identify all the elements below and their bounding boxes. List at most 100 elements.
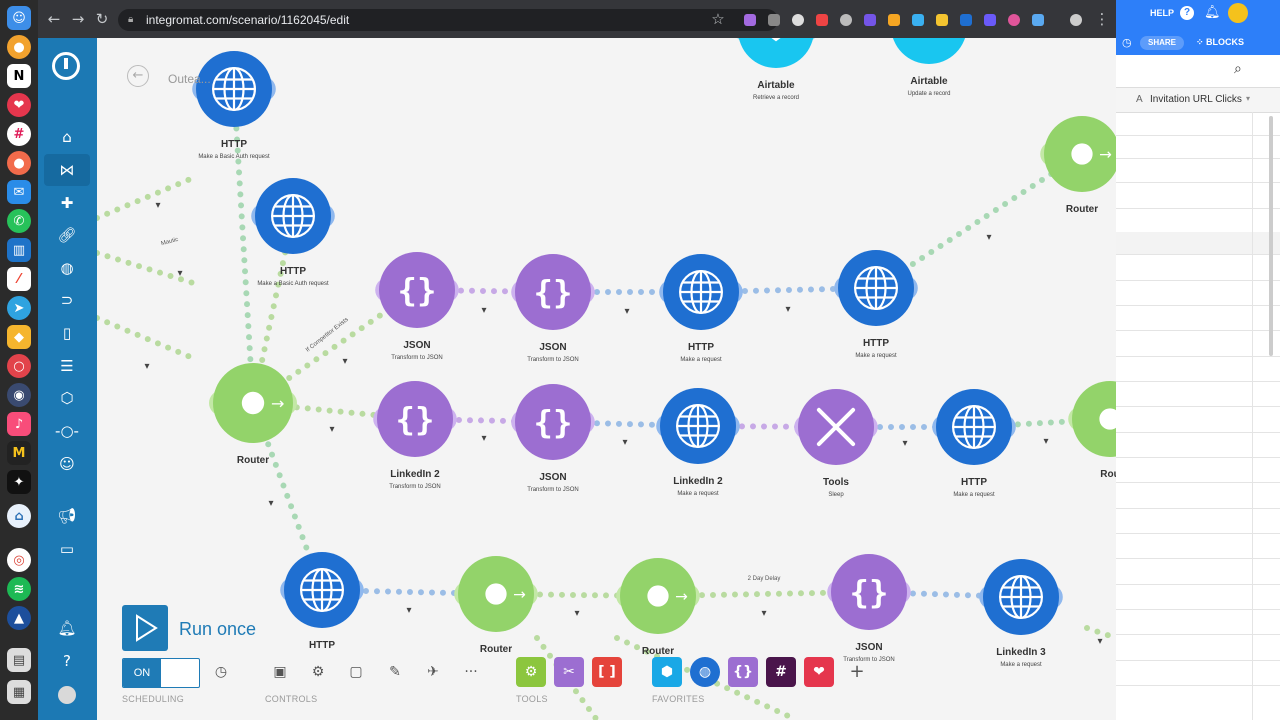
table-row[interactable] xyxy=(1116,685,1280,686)
reload-icon[interactable]: ↻ xyxy=(95,10,109,28)
run-once-button[interactable] xyxy=(122,605,168,651)
module-circle[interactable] xyxy=(738,38,814,68)
extension-icon[interactable] xyxy=(936,14,948,26)
chat-icon[interactable]: ▭ xyxy=(59,540,75,558)
filter-icon[interactable]: ▾ xyxy=(406,605,411,616)
webhooks-globe-icon[interactable]: ◍ xyxy=(60,259,74,277)
http-favorite-icon[interactable]: ◍ xyxy=(690,657,720,687)
tools-wrench-icon[interactable]: ✂ xyxy=(554,657,584,687)
module-circle[interactable] xyxy=(377,381,453,457)
bell-icon[interactable]: 🔔︎ xyxy=(1204,5,1221,20)
filter-icon[interactable]: ▾ xyxy=(481,433,486,444)
table-row[interactable] xyxy=(1116,356,1280,357)
save-icon[interactable]: ▣ xyxy=(273,664,287,680)
filter-icon[interactable]: ▾ xyxy=(1097,636,1102,647)
chevron-down-icon[interactable]: ▾ xyxy=(1246,94,1251,103)
column-header[interactable]: A Invitation URL Clicks ▾ xyxy=(1116,88,1280,113)
app-icon-2[interactable]: ⌂ xyxy=(7,504,31,528)
module-circle[interactable] xyxy=(379,252,455,328)
module-router[interactable]: →Router xyxy=(454,556,538,655)
table-row[interactable] xyxy=(1116,208,1280,209)
link-label[interactable]: Mautic xyxy=(160,237,179,247)
extension-icon[interactable] xyxy=(840,14,852,26)
flow-icon[interactable]: -○- xyxy=(55,422,79,440)
app-icon-3[interactable]: ▲ xyxy=(7,606,31,630)
module-router[interactable]: →Router xyxy=(616,558,700,657)
table-row[interactable] xyxy=(1116,634,1280,635)
connection-link[interactable] xyxy=(231,86,256,406)
module-router[interactable]: →Router xyxy=(209,363,297,466)
filter-icon[interactable]: ▾ xyxy=(761,608,766,619)
table-row[interactable] xyxy=(1116,135,1280,136)
trello-icon[interactable]: ▥ xyxy=(7,238,31,262)
slack-favorite-icon[interactable]: # xyxy=(766,657,796,687)
flow-control-gear-icon[interactable]: ⚙ xyxy=(516,657,546,687)
home-icon[interactable]: ⌂ xyxy=(62,128,72,146)
help-link[interactable]: HELP xyxy=(1150,8,1175,18)
devices-icon[interactable]: ▯ xyxy=(62,324,72,342)
filter-icon[interactable]: ▾ xyxy=(155,200,160,211)
extension-icon[interactable] xyxy=(816,14,828,26)
notes-icon[interactable]: ▢ xyxy=(349,664,363,680)
table-row[interactable] xyxy=(1116,158,1280,159)
extension-icon[interactable] xyxy=(792,14,804,26)
history-icon[interactable]: ◷ xyxy=(1122,36,1132,49)
user-avatar[interactable] xyxy=(1228,3,1248,23)
table-row[interactable] xyxy=(1116,457,1280,458)
scrollbar[interactable] xyxy=(1269,116,1273,356)
module-router[interactable]: →Rou xyxy=(1068,381,1116,480)
extension-icon[interactable] xyxy=(960,14,972,26)
connections-link-icon[interactable]: 🔗︎ xyxy=(57,226,77,244)
extension-icon[interactable] xyxy=(888,14,900,26)
table-row[interactable] xyxy=(1116,432,1280,433)
schedule-clock-icon[interactable]: ◷ xyxy=(214,664,228,680)
module-circle[interactable] xyxy=(515,384,591,460)
figma-icon[interactable]: ✦ xyxy=(7,470,31,494)
team-icon[interactable]: ☺ xyxy=(59,455,75,473)
opera-icon[interactable]: ○ xyxy=(7,354,31,378)
share-button[interactable]: SHARE xyxy=(1140,36,1184,50)
notifications-bell-icon[interactable]: 🔔︎ xyxy=(57,619,77,637)
extension-icon[interactable] xyxy=(1032,14,1044,26)
help-icon[interactable]: ? xyxy=(1180,6,1194,20)
connection-link[interactable] xyxy=(866,589,1024,600)
airtable-favorite-icon[interactable]: ⬢ xyxy=(652,657,682,687)
explain-flow-plane-icon[interactable]: ✈ xyxy=(427,664,439,680)
table-row[interactable] xyxy=(1116,558,1280,559)
add-favorite-icon[interactable]: + xyxy=(849,661,865,682)
table-row[interactable] xyxy=(1116,381,1280,382)
table-row[interactable] xyxy=(1116,280,1280,281)
table-row[interactable] xyxy=(1116,609,1280,610)
scheduling-toggle[interactable]: ON xyxy=(122,658,200,688)
module-router[interactable]: →Router xyxy=(1040,116,1116,215)
pocket-icon[interactable]: ❤ xyxy=(7,93,31,117)
keys-icon[interactable]: ⊃ xyxy=(60,291,74,309)
more-options-icon[interactable]: ··· xyxy=(464,664,478,680)
table-row-selected[interactable] xyxy=(1116,232,1280,254)
table-row[interactable] xyxy=(1116,660,1280,661)
filter-icon[interactable]: ▾ xyxy=(574,608,579,619)
miro-icon[interactable]: M xyxy=(7,441,31,465)
blocks-button[interactable]: ⁘ BLOCKS xyxy=(1196,37,1244,48)
music-icon[interactable]: ♪ xyxy=(7,412,31,436)
filter-icon[interactable]: ▾ xyxy=(1043,436,1048,447)
extension-icon[interactable] xyxy=(984,14,996,26)
table-row[interactable] xyxy=(1116,305,1280,306)
json-favorite-icon[interactable]: {} xyxy=(728,657,758,687)
module-circle[interactable] xyxy=(891,38,967,64)
menu-kebab-icon[interactable]: ⋮ xyxy=(1094,10,1110,28)
slack-icon[interactable]: # xyxy=(7,122,31,146)
bookmark-star-icon[interactable]: ☆ xyxy=(711,10,725,28)
airmail-icon[interactable]: ✉ xyxy=(7,180,31,204)
pocket-favorite-icon[interactable]: ❤ xyxy=(804,657,834,687)
settings-gear-icon[interactable]: ⚙ xyxy=(311,664,325,680)
